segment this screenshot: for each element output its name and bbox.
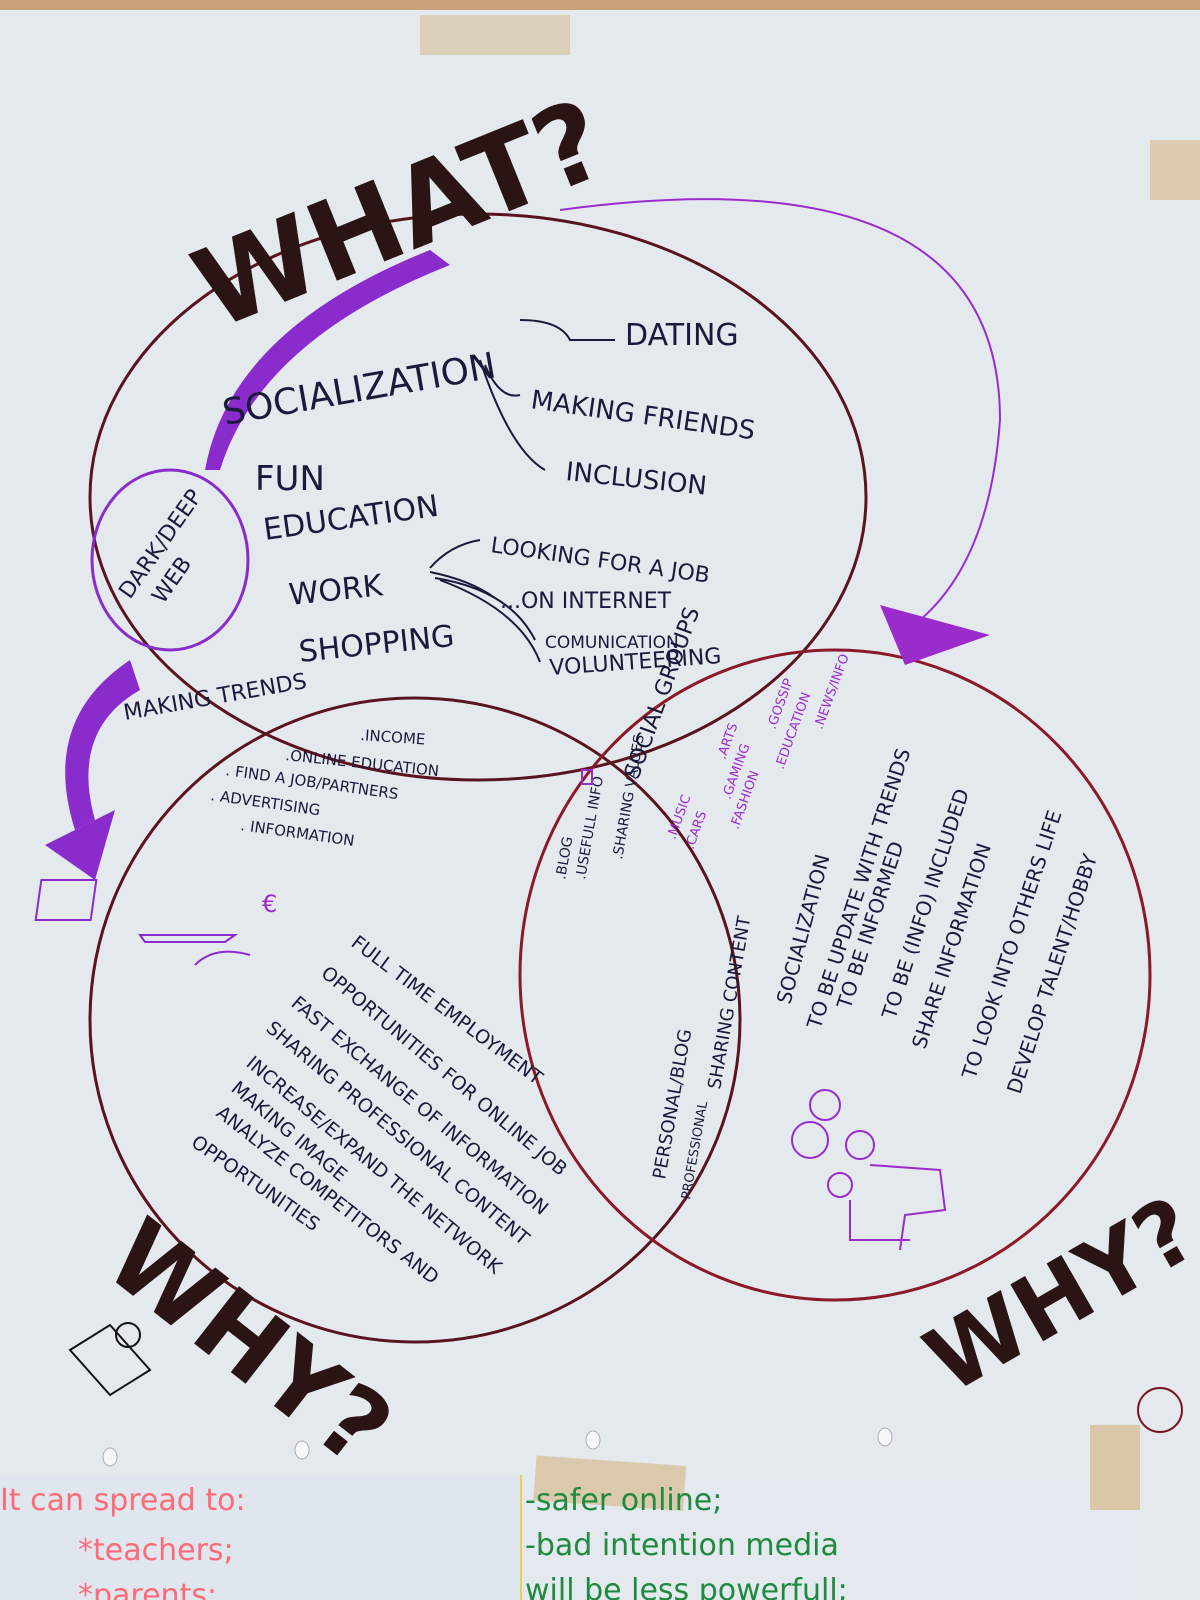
notes-left: It can spread to: *teachers; *parents; [0,1483,246,1600]
paper-background [0,10,1200,1600]
tape [420,15,570,55]
svg-text:It can spread to:: It can spread to: [0,1483,246,1518]
what-circle [88,212,868,782]
blog-doodle-icon [581,769,593,785]
notes-right: -safer online; -bad intention media will… [525,1483,848,1600]
purple-arrow-left [65,660,140,830]
binder-holes [102,1427,893,1467]
svg-text:DATING: DATING [625,318,739,353]
svg-text:...ON INTERNET: ...ON INTERNET [500,589,672,614]
svg-text:-bad intention media: -bad intention media [525,1528,839,1563]
svg-text:*parents;: *parents; [78,1578,217,1600]
branch-arrows [429,319,615,663]
tape [533,1455,687,1511]
svg-text:will be less powerfull;: will be less powerfull; [525,1573,848,1600]
purple-arrow-right [559,198,1002,621]
lower-sheet-left [0,1475,520,1600]
social-circle [518,648,1152,1302]
svg-text:COMUNICATION: COMUNICATION [545,633,679,653]
laptop-doodle-icon [34,879,251,966]
euro-symbol: € [262,890,277,918]
svg-text:FUN: FUN [255,459,325,499]
tape [1090,1425,1140,1510]
arrowhead-right [880,605,990,665]
purple-arrow-top [205,250,450,470]
svg-text:.BLOG: .BLOG [553,835,576,880]
reader-doodle-icon [68,1322,152,1397]
people-doodle-icon [791,1089,947,1251]
svg-text:-safer online;: -safer online; [525,1483,722,1518]
work-circle [88,696,742,1344]
globe-doodle-icon [1137,1387,1183,1433]
dark-web-circle [90,468,250,652]
arrowhead-left [45,810,115,880]
svg-text:.INCOME: .INCOME [360,726,426,748]
svg-text:*teachers;: *teachers; [78,1533,234,1568]
tape [1150,140,1200,200]
